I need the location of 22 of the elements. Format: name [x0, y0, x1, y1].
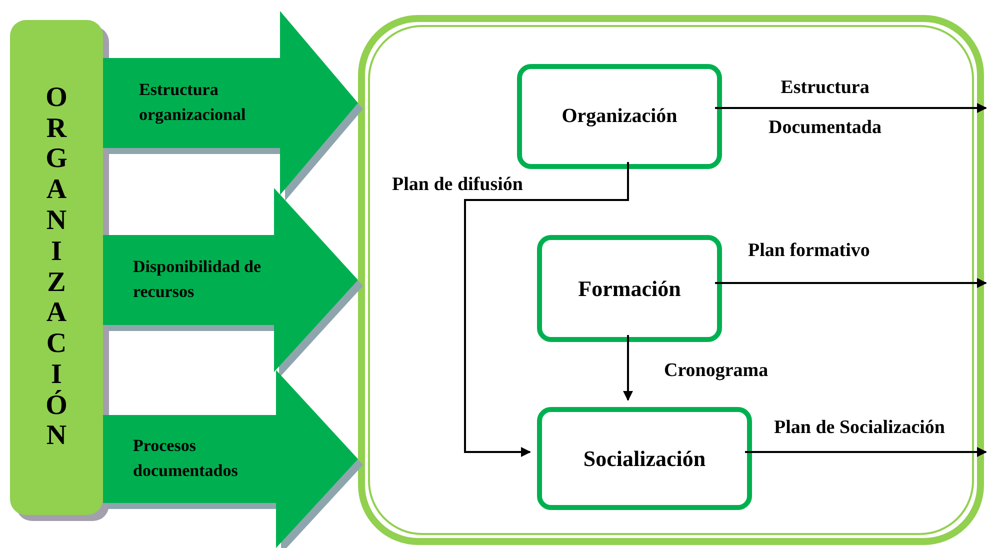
arrow-label: Procesos documentados [133, 435, 239, 482]
process-box [537, 235, 722, 342]
block-arrow [103, 370, 358, 548]
arrow [623, 335, 633, 401]
banner-text: ORGANIZACIÓN [44, 82, 68, 452]
edge-label: Cronograma [664, 360, 770, 383]
process-label: Socialización [583, 446, 706, 472]
edge-label: Estructura Documentada [768, 76, 882, 140]
arrow-label: Disponibilidad de recursos [133, 256, 262, 303]
process-label: Formación [578, 276, 681, 302]
process-label: Organización [562, 105, 678, 128]
process-box [537, 407, 752, 510]
arrow-label: Estructura organizacional [139, 79, 247, 126]
arrow [464, 162, 629, 457]
block-arrow [103, 11, 358, 195]
vertical-banner [10, 20, 103, 515]
arrow [715, 278, 987, 288]
arrow [715, 103, 987, 113]
process-box [517, 64, 722, 169]
block-arrow [103, 188, 358, 372]
arrow [745, 447, 987, 457]
rounded-frame [358, 15, 984, 545]
